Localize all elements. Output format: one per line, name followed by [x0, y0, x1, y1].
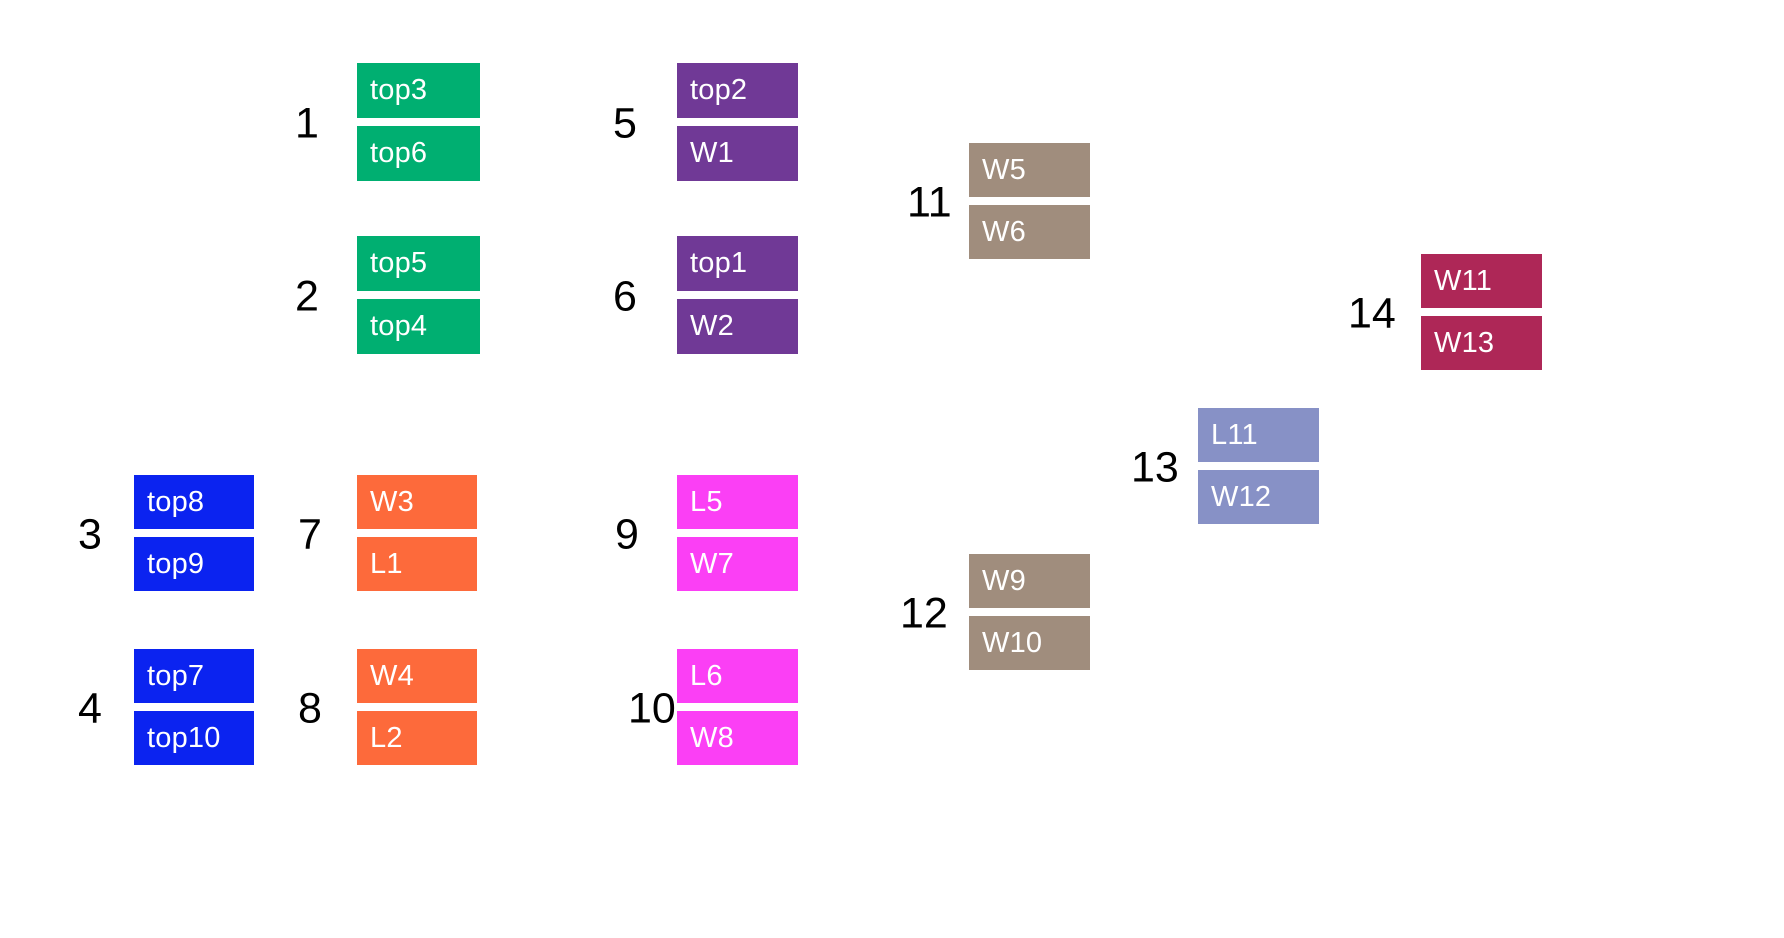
match-slot[interactable]: W9 — [969, 554, 1090, 608]
match-number-label: 3 — [78, 510, 102, 559]
match-slot[interactable]: top10 — [134, 711, 254, 765]
match-number-label: 14 — [1348, 289, 1396, 338]
match-slot[interactable]: L2 — [357, 711, 477, 765]
match-slot[interactable]: W13 — [1421, 316, 1542, 370]
match-slot[interactable]: W4 — [357, 649, 477, 703]
match-number-label: 13 — [1131, 443, 1179, 492]
match-number-label: 1 — [295, 99, 319, 148]
match-slot[interactable]: top7 — [134, 649, 254, 703]
match-number-label: 2 — [295, 272, 319, 321]
match-slot[interactable]: L5 — [677, 475, 798, 529]
match-slot[interactable]: W6 — [969, 205, 1090, 259]
match-slot-stack: top7 top10 — [134, 649, 254, 765]
match-number-label: 6 — [613, 272, 637, 321]
match-slot[interactable]: W3 — [357, 475, 477, 529]
match-slot[interactable]: W11 — [1421, 254, 1542, 308]
match-number-label: 11 — [907, 178, 952, 227]
match-slot-stack: top3 top6 — [357, 63, 480, 181]
match-slot[interactable]: W7 — [677, 537, 798, 591]
match-slot[interactable]: W2 — [677, 299, 798, 354]
match-slot[interactable]: W8 — [677, 711, 798, 765]
match-number-label: 9 — [615, 510, 639, 559]
match-slot-stack: top8 top9 — [134, 475, 254, 591]
match-slot[interactable]: top5 — [357, 236, 480, 291]
match-slot-stack: top5 top4 — [357, 236, 480, 354]
match-slot[interactable]: top1 — [677, 236, 798, 291]
match-slot[interactable]: top9 — [134, 537, 254, 591]
match-slot[interactable]: L6 — [677, 649, 798, 703]
match-slot[interactable]: W12 — [1198, 470, 1319, 524]
match-number-label: 12 — [900, 589, 948, 638]
match-number-label: 8 — [298, 684, 322, 733]
match-number-label: 5 — [613, 99, 637, 148]
match-slot[interactable]: top6 — [357, 126, 480, 181]
match-slot[interactable]: top3 — [357, 63, 480, 118]
match-slot[interactable]: top8 — [134, 475, 254, 529]
match-slot[interactable]: top4 — [357, 299, 480, 354]
match-slot[interactable]: L11 — [1198, 408, 1319, 462]
match-slot[interactable]: top2 — [677, 63, 798, 118]
match-slot[interactable]: W1 — [677, 126, 798, 181]
match-number-label: 10 — [628, 684, 676, 733]
match-number-label: 4 — [78, 684, 102, 733]
match-number-label: 7 — [298, 510, 322, 559]
match-slot[interactable]: W10 — [969, 616, 1090, 670]
match-slot[interactable]: L1 — [357, 537, 477, 591]
match-slot[interactable]: W5 — [969, 143, 1090, 197]
